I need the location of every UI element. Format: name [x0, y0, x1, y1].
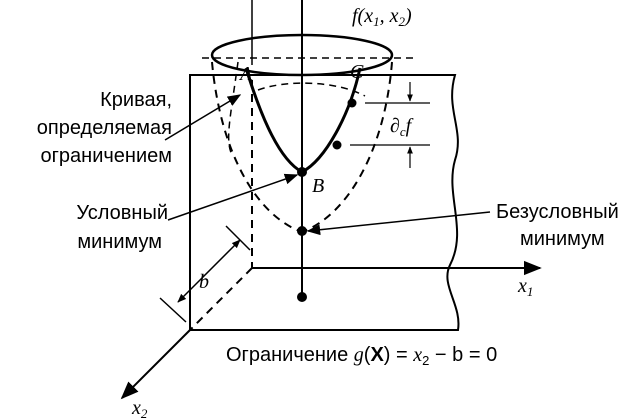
uncond-min-line2: минимум: [520, 228, 605, 250]
paraboloid-right: [301, 61, 393, 233]
curve-point-lower: [332, 140, 342, 150]
point-b-label: B: [312, 175, 324, 197]
curve-label-line3: ограничением: [40, 145, 172, 167]
paraboloid-inner-dash: [257, 82, 366, 97]
paraboloid-inner-left: [227, 61, 239, 156]
constraint-label: Ограничение g(X) = x2 − b = 0: [226, 344, 497, 368]
cond-min-arrow: [167, 173, 299, 221]
point-origin-projection: [297, 292, 307, 302]
uncond-min-line1: Безусловный: [496, 201, 619, 223]
cond-min-line2: минимум: [77, 231, 162, 253]
b-dimension-line: [177, 239, 241, 303]
b-tick-2: [225, 225, 251, 251]
deriv-label: ∂cf: [390, 115, 414, 139]
curve-callout-arrow: [164, 94, 242, 141]
b-tick-1: [159, 297, 187, 323]
x2-axis: [120, 329, 191, 400]
point-b-conditional-min: [297, 167, 307, 177]
curve-label-line1: Кривая,: [100, 89, 172, 111]
paraboloid-left: [211, 61, 303, 233]
b-label: b: [199, 271, 209, 293]
curve-point-upper: [347, 98, 357, 108]
function-label: f(x1, x2): [352, 5, 412, 29]
point-a-label: A: [238, 63, 253, 85]
top-contour-ellipse: [210, 33, 394, 77]
cond-min-line1: Условный: [76, 202, 168, 224]
x2-label: x2: [131, 397, 148, 419]
point-unconditional-min: [297, 226, 307, 236]
x1-label: x1: [517, 275, 533, 299]
constraint-plane: [189, 74, 460, 331]
point-c-label: C: [350, 61, 364, 83]
uncond-min-arrow: [306, 211, 491, 236]
curve-label-line2: определяемая: [37, 117, 172, 139]
